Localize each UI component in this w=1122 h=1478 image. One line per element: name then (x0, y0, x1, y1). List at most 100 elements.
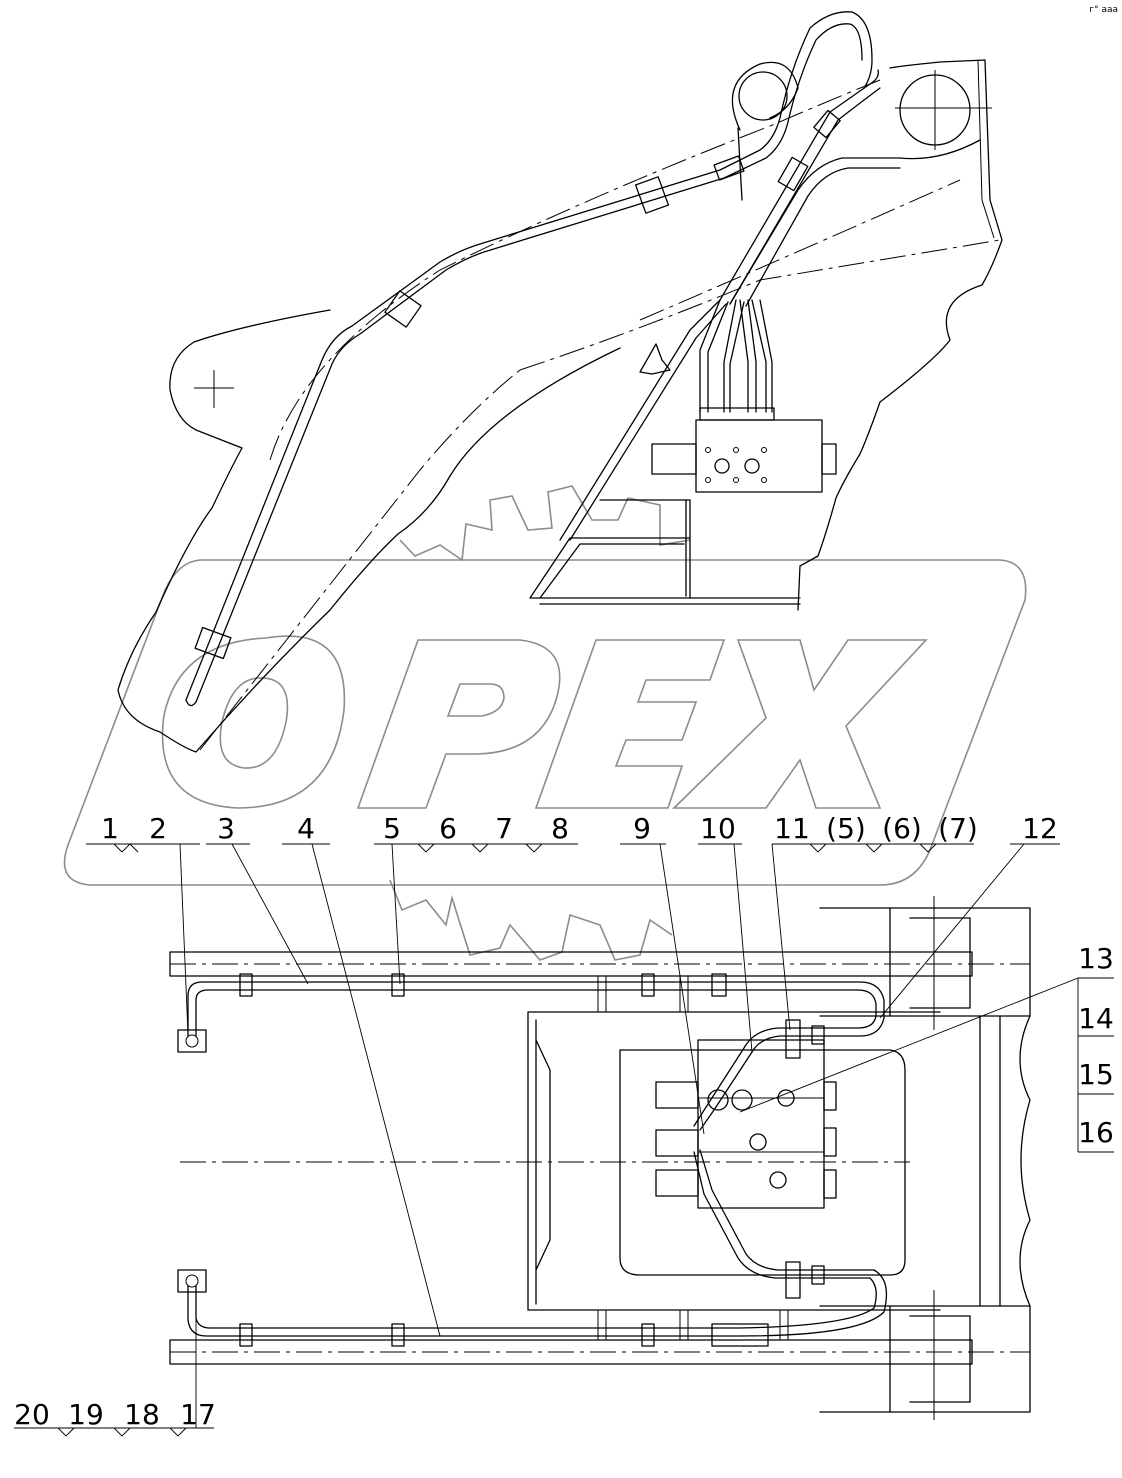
callout-7: 7 (495, 812, 513, 845)
valve-port-2 (744, 458, 760, 474)
valve-plan-port-2 (749, 1133, 767, 1151)
callout-labels-bottom: 20 19 18 17 (14, 1398, 216, 1431)
end-nut-top-hole (185, 1034, 199, 1048)
valve-bolt-4 (705, 477, 711, 483)
pipe-plan-top-inner (195, 989, 877, 1037)
callout-2: 2 (149, 812, 167, 845)
pipe-plan-top-outer (187, 981, 885, 1037)
valve-bolt-6 (761, 477, 767, 483)
callout-15: 15 (1078, 1058, 1114, 1091)
pipe-to-valve-2 (723, 299, 745, 413)
valve-handle-2 (655, 1129, 699, 1157)
watermark-letter-e (534, 639, 726, 809)
boom-centerline-left (199, 369, 521, 751)
callout-labels-top: 1 2 3 4 5 6 7 8 9 10 11 (5) (6) (7) 12 (101, 812, 1058, 845)
seat-tube (559, 299, 727, 541)
inner-frame (527, 1011, 941, 1311)
end-nut-top (177, 1029, 207, 1053)
pipe-pair-outer (719, 69, 881, 305)
frame-centerline-2 (639, 179, 961, 321)
right-boss-bottom (819, 1305, 1031, 1413)
valve-body-plan (697, 1039, 825, 1209)
pipe-to-valve-3 (739, 299, 757, 413)
callout-10: 10 (700, 812, 736, 845)
opex-watermark-logo (63, 485, 1027, 961)
leader-12 (879, 843, 1060, 1019)
leader-10 (698, 843, 753, 1053)
pin-right-cross (895, 70, 992, 150)
valve-plan-port-4 (731, 1089, 753, 1111)
clamp-plan-top-3 (641, 973, 655, 997)
watermark-logo-letters (161, 635, 928, 809)
end-nut-bottom (177, 1269, 207, 1293)
valve-cap-left (651, 443, 697, 475)
pipe-plan-bottom-outer (187, 1269, 888, 1337)
frame-centerline (519, 239, 1001, 371)
watermark-letter-o (161, 635, 346, 809)
valve-plan-port-5 (707, 1089, 729, 1111)
valve-sections (698, 1097, 824, 1153)
right-boss-top (819, 907, 1031, 1017)
callout-20: 20 (14, 1398, 50, 1431)
callout-8: 8 (551, 812, 569, 845)
plan-view-assembly (169, 896, 1031, 1420)
leader-group-1-2 (86, 843, 200, 1035)
callout-11: 11 (774, 812, 810, 845)
valve-bolt-5 (733, 477, 739, 483)
callout-4: 4 (297, 812, 315, 845)
clamp-long-2 (384, 290, 422, 328)
callout-14: 14 (1078, 1002, 1114, 1035)
clamp-plan-bot-4 (711, 1323, 769, 1347)
callout-6: 6 (439, 812, 457, 845)
callout-13: 13 (1078, 942, 1114, 975)
leader-3 (206, 843, 309, 985)
valve-end-3 (823, 1169, 837, 1199)
leader-lines (14, 843, 1114, 1437)
clamp-valve-bottom (785, 1261, 801, 1299)
valve-end-1 (823, 1081, 837, 1111)
pipe-to-valve-1 (699, 299, 729, 413)
valve-bolt-1 (705, 447, 711, 453)
seat-frame (529, 499, 801, 605)
callout-17: 17 (180, 1398, 216, 1431)
callout-5: 5 (383, 812, 401, 845)
inner-panel (619, 1049, 906, 1276)
frame-rail-top (169, 951, 973, 977)
pipe-long-outer (185, 11, 873, 701)
clamp-plan-top-1 (239, 973, 253, 997)
callout-7-repeat: (7) (938, 812, 978, 845)
pin-left-marker (194, 370, 234, 408)
watermark-gear-bottom (389, 879, 673, 961)
valve-bolt-3 (761, 447, 767, 453)
fitting-pair-upper (813, 109, 841, 139)
leader-group-11 (771, 843, 974, 1031)
valve-fittings (699, 407, 775, 421)
valve-cap-right (821, 443, 837, 475)
fitting-long-upper (713, 155, 745, 181)
fitting-valve-bottom (811, 1265, 825, 1285)
leader-ticks (57, 843, 937, 1437)
end-nut-bottom-hole (185, 1274, 199, 1288)
boom-outline (117, 59, 1003, 753)
clamp-plan-top-2 (391, 973, 405, 997)
valve-end-2 (823, 1127, 837, 1157)
valve-plan-port-1 (777, 1089, 795, 1107)
callout-labels-right: 13 14 15 16 (1078, 942, 1114, 1149)
pipe-pair-upper (729, 139, 981, 307)
watermark-letter-p (356, 639, 561, 809)
valve-body-side (695, 419, 823, 493)
clamp-long-3 (634, 176, 670, 214)
frame-rail-bottom (169, 1339, 973, 1365)
clamp-plan-top-4 (711, 973, 727, 997)
callout-19: 19 (68, 1398, 104, 1431)
callout-6-repeat: (6) (882, 812, 922, 845)
callout-3: 3 (217, 812, 235, 845)
valve-handle-1 (655, 1081, 699, 1109)
right-frame-plate (979, 1015, 1031, 1307)
leader-9 (620, 843, 705, 1135)
handle-bracket (639, 343, 671, 375)
clamp-valve-top (785, 1019, 801, 1059)
clamp-pair (777, 156, 809, 192)
